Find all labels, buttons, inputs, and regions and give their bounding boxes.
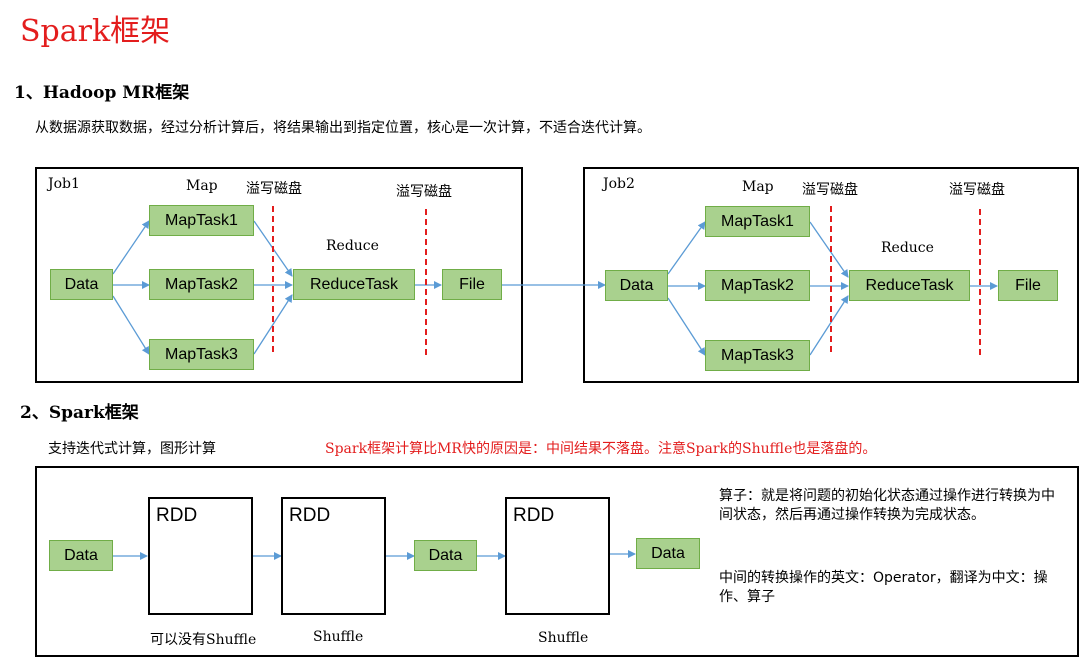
job1-label: Job1 [48,176,80,192]
section2-heading: 2、Spark框架 [20,403,139,423]
spark-rdd-box-3: RDD [505,497,610,615]
section1-heading: 1、Hadoop MR框架 [14,83,190,103]
arrow-j2-data-map1 [667,221,706,275]
spark-data-box-2: Data [414,540,477,571]
job1-maptask2-box: MapTask2 [149,269,254,300]
job2-reduce-label: Reduce [881,240,934,256]
spark-rdd-label-1: RDD [156,505,198,526]
job2-maptask1-box: MapTask1 [705,206,810,237]
arrow-j2-data-map3 [667,297,706,356]
page-title: Spark框架 [20,14,171,49]
operator-note-1: 算子：就是将问题的初始化状态通过操作进行转换为中间状态，然后再通过操作转换为完成… [719,488,1055,523]
arrow-j2-map3-reduce [809,295,849,356]
section2-subtitle: 支持迭代式计算，图形计算 [48,441,216,457]
arrow-j1-map3-reduce [253,294,293,355]
job2-spill-label-2: 溢写磁盘 [949,182,1005,198]
job1-frame [35,167,523,383]
job2-map-label: Map [742,179,774,195]
job1-maptask1-box: MapTask1 [149,205,254,236]
job2-maptask2-box: MapTask2 [705,270,810,301]
job2-reducetask-box: ReduceTask [849,270,970,301]
job1-spill-label-1: 溢写磁盘 [246,181,302,197]
job2-spill-label-1: 溢写磁盘 [802,182,858,198]
spark-rdd-box-2: RDD [281,497,386,615]
shuffle-label-1: 可以没有Shuffle [150,632,257,648]
job1-reducetask-box: ReduceTask [293,269,415,300]
job1-spill-label-2: 溢写磁盘 [396,184,452,200]
spark-rdd-box-1: RDD [148,497,253,615]
job1-data-box: Data [50,269,113,300]
job1-maptask3-box: MapTask3 [149,339,254,370]
spark-rdd-label-2: RDD [289,505,331,526]
job2-label: Job2 [603,176,635,192]
shuffle-label-3: Shuffle [538,630,589,646]
section1-description: 从数据源获取数据，经过分析计算后，将结果输出到指定位置，核心是一次计算，不适合迭… [35,120,651,136]
job2-maptask3-box: MapTask3 [705,340,810,371]
job2-data-box: Data [605,270,668,301]
arrow-j1-data-map3 [112,295,150,355]
job2-file-box: File [998,270,1058,301]
spark-rdd-label-3: RDD [513,505,555,526]
spark-data-box-1: Data [49,540,113,571]
section2-highlight: Spark框架计算比MR快的原因是：中间结果不落盘。注意Spark的Shuffl… [325,441,877,457]
shuffle-label-2: Shuffle [313,629,364,645]
operator-note-2: 中间的转换操作的英文：Operator，翻译为中文：操作、算子 [719,570,1048,605]
arrow-j2-map1-reduce [809,221,849,278]
job1-file-box: File [442,269,502,300]
job1-map-label: Map [186,178,218,194]
spark-data-box-3: Data [636,538,700,569]
job1-reduce-label: Reduce [326,238,379,254]
arrow-j1-data-map1 [112,220,150,275]
